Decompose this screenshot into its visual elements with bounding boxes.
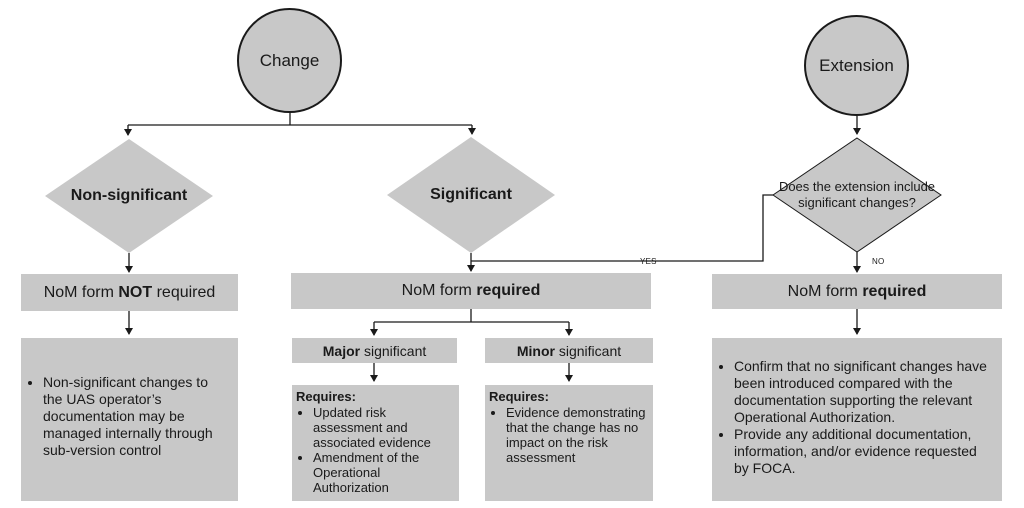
nom-required-significant-box: NoM form required [291, 273, 651, 309]
decision-non-significant-label: Non-significant [70, 187, 188, 204]
nom-required-extension-prefix: NoM form [787, 282, 863, 300]
nom-not-required-emphasis: NOT [118, 283, 153, 301]
major-requires-list: Updated risk assessment and associated e… [296, 405, 453, 495]
list-item: Non-significant changes to the UAS opera… [43, 374, 228, 459]
start-node-extension-label: Extension [819, 55, 894, 75]
nom-required-extension-box: NoM form required [712, 274, 1002, 309]
decision-significant-label: Significant [430, 186, 512, 203]
start-node-change-label: Change [259, 50, 320, 70]
decision-extension-question: Does the extension include significant c… [778, 179, 936, 210]
list-item: Confirm that no significant changes have… [734, 358, 994, 426]
nom-required-significant-prefix: NoM form [401, 282, 477, 299]
minor-suffix: significant [554, 342, 622, 359]
edge-label-no: NO [872, 257, 885, 266]
minor-requires-title: Requires: [489, 389, 549, 404]
extension-panel: Confirm that no significant changes have… [712, 338, 1002, 501]
nom-required-significant-emphasis: required [476, 282, 541, 299]
list-item: Provide any additional documentation, in… [734, 426, 994, 477]
start-node-change: Change [237, 8, 342, 113]
start-node-extension: Extension [804, 15, 909, 116]
minor-requires-panel: Requires: Evidence demonstrating that th… [485, 385, 653, 501]
major-emphasis: Major [322, 342, 361, 359]
list-item: Updated risk assessment and associated e… [313, 405, 453, 450]
decision-diamond-non-significant [45, 139, 213, 253]
nom-not-required-suffix: required [152, 283, 216, 301]
major-suffix: significant [360, 342, 427, 359]
nom-required-extension-emphasis: required [862, 282, 927, 300]
nom-not-required-box: NoM form NOT required [21, 274, 238, 311]
extension-list: Confirm that no significant changes have… [716, 358, 994, 477]
major-requires-title: Requires: [296, 389, 356, 404]
decision-diamond-significant [387, 137, 555, 253]
minor-significant-box: Minor significant [485, 338, 653, 363]
list-item: Evidence demonstrating that the change h… [506, 405, 647, 465]
major-requires-panel: Requires: Updated risk assessment and as… [292, 385, 459, 501]
minor-requires-list: Evidence demonstrating that the change h… [489, 405, 647, 465]
major-significant-box: Major significant [292, 338, 457, 363]
nom-not-required-prefix: NoM form [43, 283, 119, 301]
edge-label-yes: YES [640, 257, 657, 266]
non-significant-panel: Non-significant changes to the UAS opera… [21, 338, 238, 501]
minor-emphasis: Minor [516, 342, 555, 359]
non-significant-list: Non-significant changes to the UAS opera… [25, 374, 228, 459]
list-item: Amendment of the Operational Authorizati… [313, 450, 453, 495]
